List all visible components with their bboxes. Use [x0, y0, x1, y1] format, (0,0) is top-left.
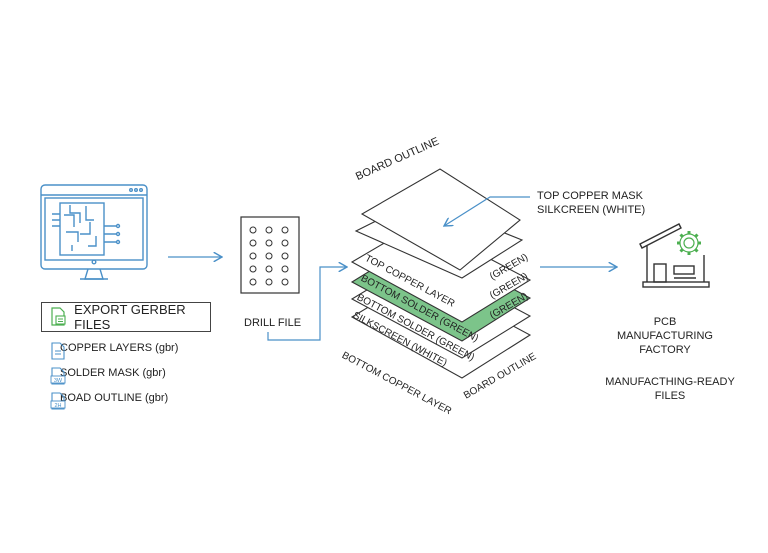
drill-hole: [281, 278, 289, 286]
drill-hole: [265, 278, 273, 286]
callout-arrow: [444, 196, 530, 226]
file-export-icon: [51, 307, 66, 326]
export-gerber-label: EXPORT GERBER FILES: [74, 302, 186, 332]
file-item-board-outline: 2H BOAD OUTLINE (gbr): [50, 392, 169, 410]
drill-hole: [281, 239, 289, 247]
drill-hole: [249, 278, 257, 286]
factory-title-line: FACTORY: [639, 344, 691, 356]
file-item-copper: COPPER LAYERS (gbr): [50, 342, 179, 360]
file-label: BOAD OUTLINE (gbr): [60, 392, 169, 404]
export-gerber-button[interactable]: EXPORT GERBER FILES: [41, 302, 211, 332]
layer-board-outline-top: [360, 168, 521, 271]
drill-hole: [249, 239, 257, 247]
drill-hole: [281, 252, 289, 260]
layer-stack: [350, 168, 532, 379]
drill-hole: [265, 252, 273, 260]
drill-hole: [281, 265, 289, 273]
gerber-file-icon: 2H: [50, 392, 66, 410]
drill-hole: [265, 226, 273, 234]
svg-text:2H: 2H: [54, 403, 61, 409]
factory-title-line: MANUFACTURING: [617, 330, 713, 342]
drill-hole: [249, 265, 257, 273]
drill-hole: [249, 252, 257, 260]
file-item-solder-mask: 3W SOLDER MASK (gbr): [50, 367, 166, 385]
drill-hole: [249, 226, 257, 234]
factory-gear-icon: [639, 223, 710, 288]
drill-hole: [265, 265, 273, 273]
drill-hole: [281, 226, 289, 234]
gerber-file-icon: 3W: [50, 367, 66, 385]
drill-hole: [265, 239, 273, 247]
drill-file-icon: [240, 216, 300, 294]
factory-title: PCB MANUFACTURING FACTORY: [610, 315, 720, 357]
file-label: COPPER LAYERS (gbr): [60, 342, 179, 354]
file-label: SOLDER MASK (gbr): [60, 367, 166, 379]
monitor-with-pcb-icon: [40, 184, 148, 280]
document-icon: [51, 342, 65, 360]
callout-line1: TOP COPPER MASK: [537, 190, 643, 202]
factory-title-line: PCB: [653, 316, 677, 328]
factory-subtitle: MANUFACTHING-READY FILES: [605, 376, 735, 402]
drill-file-label: DRILL FILE: [244, 317, 302, 329]
svg-text:3W: 3W: [54, 378, 63, 384]
callout-line2: SILKCREEN (WHITE): [537, 204, 646, 216]
connector-drill-to-stack: [267, 267, 347, 341]
